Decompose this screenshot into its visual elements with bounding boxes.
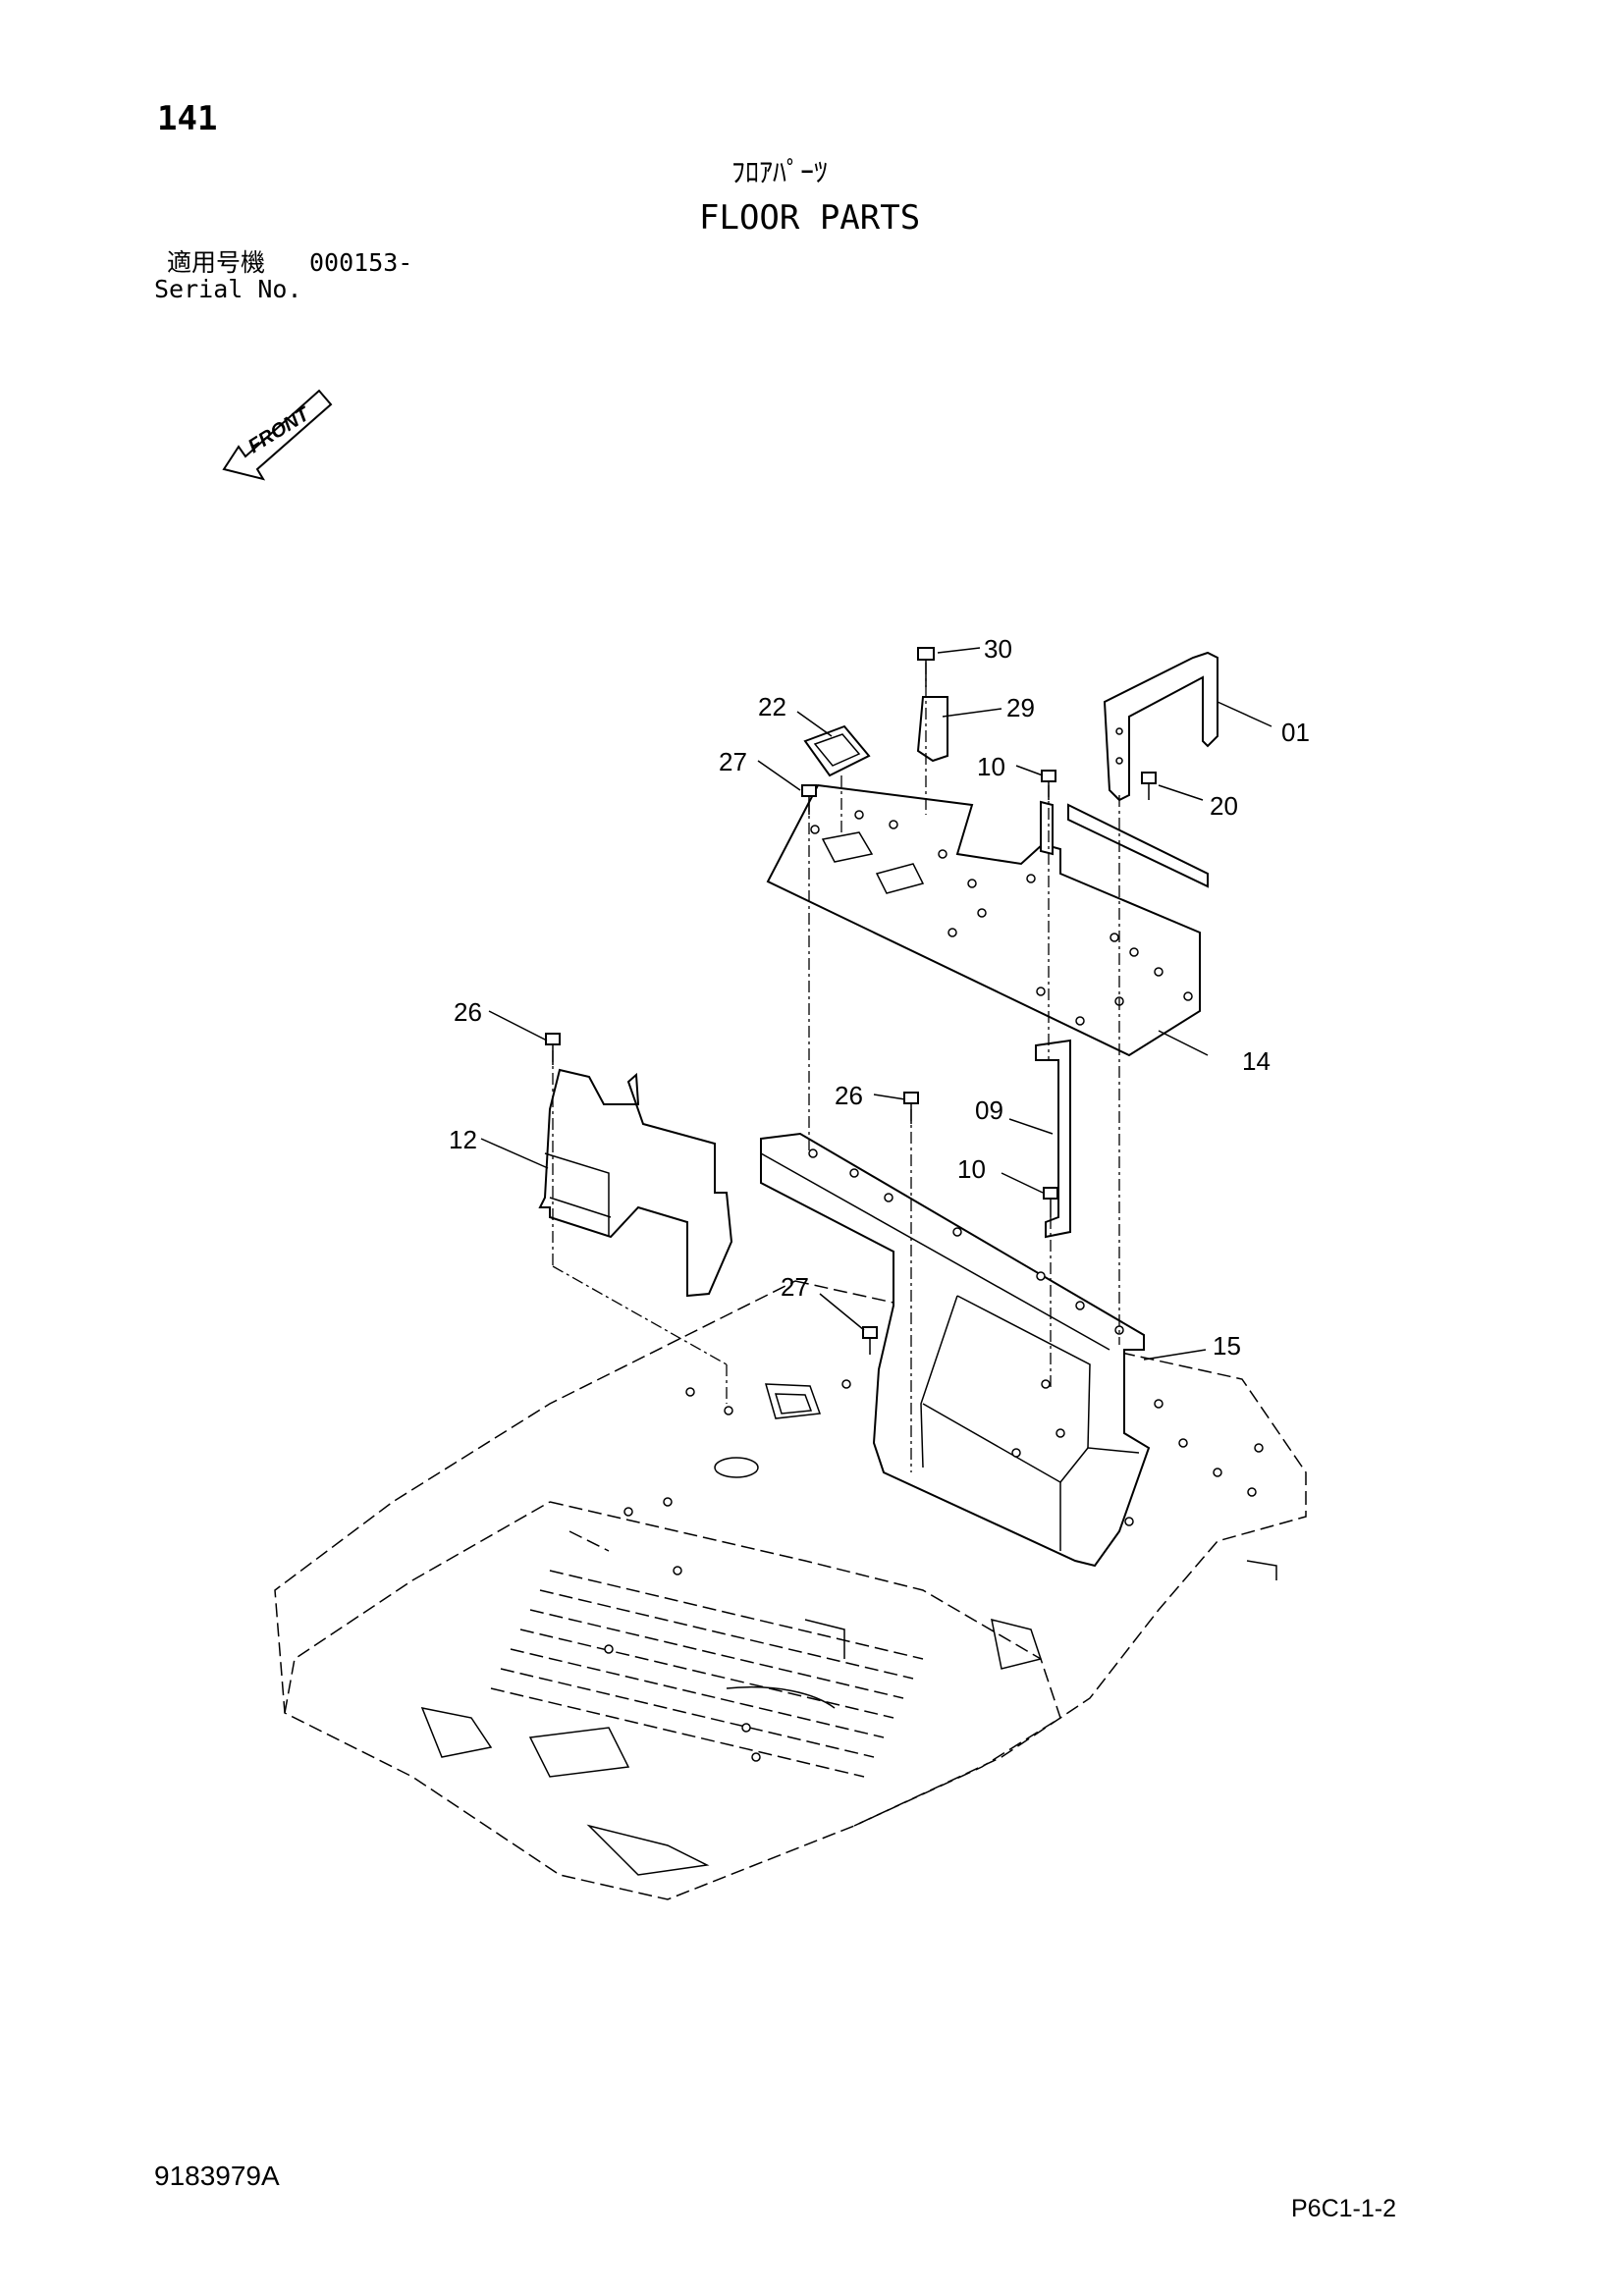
callout-10-lower: 10 xyxy=(957,1154,986,1184)
page-code: P6C1-1-2 xyxy=(1291,2195,1396,2222)
callout-30: 30 xyxy=(984,634,1012,664)
callout-09: 09 xyxy=(975,1095,1003,1125)
callout-15: 15 xyxy=(1213,1331,1241,1361)
callout-leaders xyxy=(480,647,1272,1361)
callout-27-upper: 27 xyxy=(719,747,747,776)
page-number: 141 xyxy=(157,99,218,138)
callout-20: 20 xyxy=(1210,791,1238,821)
title-japanese: ﾌﾛｱﾊﾟｰﾂ xyxy=(731,156,829,188)
floor-assembly xyxy=(274,1280,1307,1900)
part-30-bolt xyxy=(917,647,935,687)
callout-27-lower: 27 xyxy=(781,1272,809,1302)
part-20-bolt xyxy=(1141,772,1157,800)
callout-01: 01 xyxy=(1281,718,1310,747)
part-29-bracket xyxy=(916,696,948,763)
callout-12: 12 xyxy=(449,1125,477,1154)
part-10-bolt-lower xyxy=(1043,1187,1058,1217)
part-15-cross-member xyxy=(760,1132,1151,1568)
serial-label-japanese: 適用号機 xyxy=(167,248,266,277)
callout-10-upper: 10 xyxy=(977,752,1005,781)
drawing-number: 9183979A xyxy=(154,2161,280,2191)
callout-14: 14 xyxy=(1242,1046,1271,1076)
page-title: FLOOR PARTS xyxy=(699,198,921,238)
part-12-cover xyxy=(538,1068,733,1298)
assembly-lines xyxy=(552,663,1120,1472)
part-27-bolt-lower xyxy=(862,1326,878,1355)
front-arrow-icon: FRONT xyxy=(222,389,333,481)
serial-label: Serial No. xyxy=(154,275,302,303)
callout-numbers: 30 22 29 01 27 10 20 26 14 12 26 09 10 2… xyxy=(449,634,1310,1361)
part-14-plate xyxy=(766,783,1209,1057)
part-09-stay xyxy=(1035,1039,1071,1239)
callout-29: 29 xyxy=(1006,693,1035,722)
serial-number-value: 000153- xyxy=(309,248,413,277)
callout-26-center: 26 xyxy=(835,1081,863,1110)
callout-26-left: 26 xyxy=(454,997,482,1027)
callout-22: 22 xyxy=(758,692,786,721)
part-01-bracket xyxy=(1103,651,1218,802)
part-22-grommet xyxy=(803,724,871,777)
